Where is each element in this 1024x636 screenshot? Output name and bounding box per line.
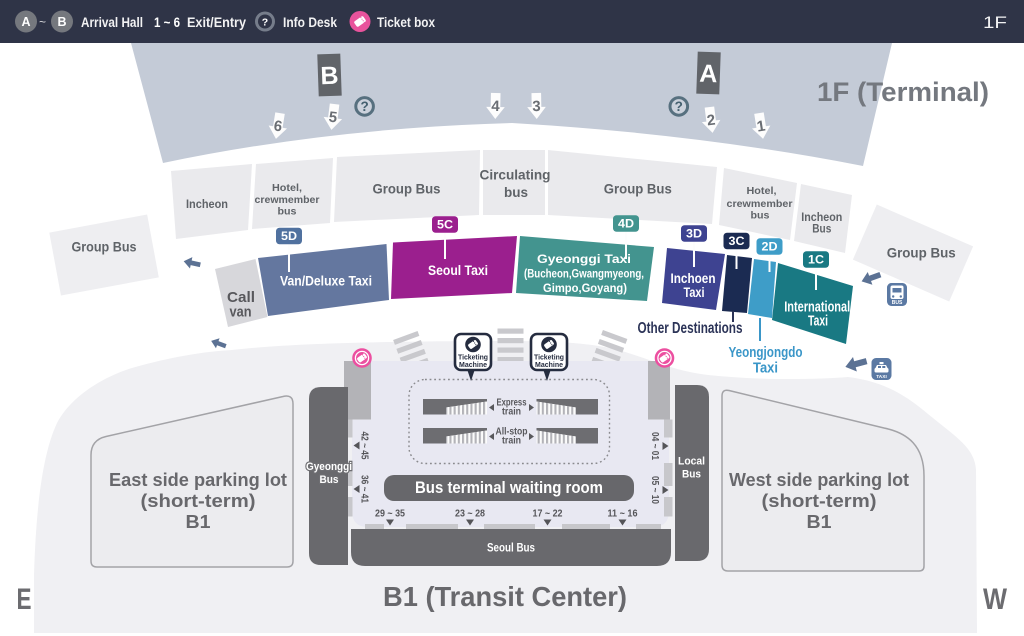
svg-text:?: ? bbox=[675, 99, 683, 114]
svg-text:bus: bus bbox=[504, 185, 528, 200]
svg-text:3D: 3D bbox=[686, 229, 702, 241]
svg-text:E: E bbox=[17, 583, 32, 616]
svg-text:B1 (Transit Center): B1 (Transit Center) bbox=[383, 581, 627, 612]
svg-text:2D: 2D bbox=[762, 242, 778, 254]
svg-text:04 ~ 01: 04 ~ 01 bbox=[649, 432, 660, 460]
svg-text:Hotel,: Hotel, bbox=[272, 182, 302, 194]
svg-text:Bus: Bus bbox=[320, 474, 339, 486]
svg-text:11 ~ 16: 11 ~ 16 bbox=[608, 508, 638, 520]
svg-text:Express: Express bbox=[497, 398, 527, 409]
svg-text:Info Desk: Info Desk bbox=[283, 14, 337, 30]
svg-text:17 ~ 22: 17 ~ 22 bbox=[533, 508, 563, 520]
svg-text:Local: Local bbox=[678, 456, 705, 468]
svg-text:29 ~ 35: 29 ~ 35 bbox=[375, 508, 405, 520]
svg-text:Group Bus: Group Bus bbox=[373, 182, 441, 197]
svg-text:Gimpo,Goyang): Gimpo,Goyang) bbox=[543, 283, 627, 295]
svg-text:bus: bus bbox=[278, 206, 297, 218]
svg-text:1F (Terminal): 1F (Terminal) bbox=[817, 77, 989, 107]
svg-text:Group Bus: Group Bus bbox=[887, 246, 956, 261]
svg-text:Other Destinations: Other Destinations bbox=[638, 320, 743, 337]
svg-text:Call: Call bbox=[227, 289, 255, 306]
svg-text:3C: 3C bbox=[729, 236, 745, 248]
svg-text:B1: B1 bbox=[807, 512, 832, 532]
svg-text:bus: bus bbox=[751, 210, 770, 222]
svg-text:Seoul Bus: Seoul Bus bbox=[487, 543, 535, 555]
svg-text:Taxi: Taxi bbox=[808, 314, 828, 330]
svg-text:5D: 5D bbox=[281, 231, 297, 243]
svg-text:crewmember: crewmember bbox=[255, 194, 320, 206]
svg-text:6: 6 bbox=[272, 117, 283, 135]
svg-text:Ticketing: Ticketing bbox=[458, 355, 488, 362]
svg-text:Gyeonggi: Gyeonggi bbox=[306, 461, 352, 473]
svg-text:train: train bbox=[502, 407, 521, 418]
svg-text:Group Bus: Group Bus bbox=[72, 240, 137, 255]
svg-text:?: ? bbox=[262, 16, 268, 28]
svg-text:A: A bbox=[21, 15, 30, 29]
svg-text:van: van bbox=[230, 304, 252, 321]
svg-text:?: ? bbox=[360, 99, 368, 114]
svg-text:3: 3 bbox=[532, 98, 541, 115]
svg-text:International: International bbox=[784, 300, 850, 316]
svg-text:Incheon: Incheon bbox=[801, 212, 842, 224]
svg-text:A: A bbox=[699, 60, 718, 89]
svg-text:4D: 4D bbox=[618, 219, 634, 231]
svg-text:B: B bbox=[57, 15, 66, 29]
svg-text:Taxi: Taxi bbox=[753, 361, 778, 377]
svg-text:Yeongjongdo: Yeongjongdo bbox=[729, 345, 803, 361]
svg-text:Machine: Machine bbox=[459, 362, 487, 369]
svg-text:Hotel,: Hotel, bbox=[747, 185, 777, 197]
svg-text:4: 4 bbox=[491, 98, 500, 115]
svg-text:Circulating: Circulating bbox=[480, 168, 551, 183]
svg-text:(short-term): (short-term) bbox=[762, 491, 877, 511]
svg-text:Bus: Bus bbox=[682, 469, 701, 481]
svg-text:1F: 1F bbox=[983, 13, 1007, 32]
svg-text:Exit/Entry: Exit/Entry bbox=[187, 14, 246, 30]
svg-text:West side parking lot: West side parking lot bbox=[729, 470, 909, 490]
svg-text:Van/Deluxe Taxi: Van/Deluxe Taxi bbox=[280, 274, 372, 289]
svg-text:East side parking lot: East side parking lot bbox=[109, 470, 287, 490]
svg-text:1 ~ 6: 1 ~ 6 bbox=[154, 14, 180, 30]
svg-text:05 ~ 10: 05 ~ 10 bbox=[649, 476, 660, 504]
svg-text:~: ~ bbox=[39, 15, 46, 29]
svg-text:Arrival Hall: Arrival Hall bbox=[81, 14, 143, 30]
svg-text:Group Bus: Group Bus bbox=[604, 182, 672, 197]
svg-text:5: 5 bbox=[328, 109, 338, 127]
svg-text:Inchoen: Inchoen bbox=[671, 270, 716, 286]
svg-text:B1: B1 bbox=[186, 512, 211, 532]
svg-text:B: B bbox=[320, 62, 339, 91]
svg-text:Bus: Bus bbox=[812, 224, 831, 236]
svg-text:Machine: Machine bbox=[535, 362, 563, 369]
svg-text:BUS: BUS bbox=[892, 300, 903, 306]
svg-text:train: train bbox=[502, 436, 521, 447]
svg-text:1: 1 bbox=[756, 117, 767, 135]
svg-text:Gyeonggi Taxi: Gyeonggi Taxi bbox=[537, 254, 631, 266]
svg-text:TAXI: TAXI bbox=[876, 374, 887, 380]
svg-text:5C: 5C bbox=[437, 220, 453, 232]
svg-text:1C: 1C bbox=[808, 255, 824, 267]
svg-text:Bus terminal waiting room: Bus terminal waiting room bbox=[415, 478, 603, 497]
svg-text:42 ~ 45: 42 ~ 45 bbox=[359, 432, 370, 460]
svg-text:Incheon: Incheon bbox=[186, 199, 228, 211]
svg-text:23 ~ 28: 23 ~ 28 bbox=[455, 508, 485, 520]
svg-text:2: 2 bbox=[706, 112, 716, 130]
svg-text:Ticketing: Ticketing bbox=[534, 355, 564, 362]
svg-text:Taxi: Taxi bbox=[684, 284, 705, 300]
svg-text:36 ~ 41: 36 ~ 41 bbox=[359, 475, 370, 503]
svg-text:(short-term): (short-term) bbox=[141, 491, 256, 511]
svg-text:crewmember: crewmember bbox=[727, 198, 793, 210]
svg-text:(Bucheon,Gwangmyeong,: (Bucheon,Gwangmyeong, bbox=[524, 269, 644, 281]
svg-text:W: W bbox=[983, 583, 1008, 616]
svg-text:Ticket box: Ticket box bbox=[377, 14, 435, 30]
svg-text:Seoul Taxi: Seoul Taxi bbox=[428, 262, 488, 278]
svg-text:All-stop: All-stop bbox=[496, 427, 528, 438]
